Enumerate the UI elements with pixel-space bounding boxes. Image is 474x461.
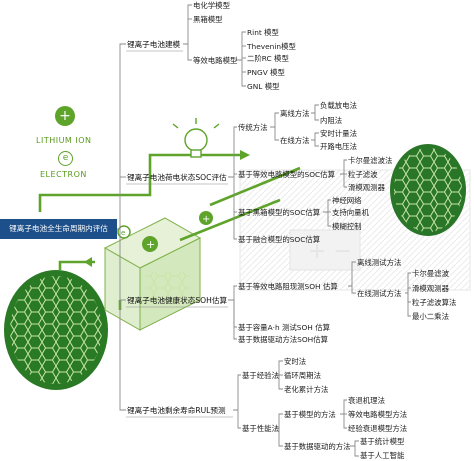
node-soh-ec-based[interactable]: 基于等效电路阻现测SOH 估算 [238, 282, 338, 291]
node-particle-filter[interactable]: 粒子滤波 [348, 170, 378, 179]
node-sliding-mode-observer[interactable]: 滑模观测器 [348, 183, 385, 192]
node-ec-model-method[interactable]: 等效电路模型方法 [348, 410, 408, 419]
node-internal-resistance[interactable]: 内阻法 [320, 116, 343, 125]
node-open-circuit-voltage[interactable]: 开路电压法 [320, 142, 357, 151]
hex-structure-left [4, 270, 108, 390]
root-node[interactable]: 锂离子电池全生命周期内评估 [0, 219, 117, 239]
svg-text:+: + [146, 238, 155, 251]
node-soh-particle-filter[interactable]: 粒子滤波算法 [412, 298, 457, 307]
node-equivalent-circuit-model[interactable]: 等效电路模型 [193, 56, 238, 65]
node-empirical-degradation[interactable]: 经验衰退模型方法 [348, 424, 408, 433]
node-offline-methods[interactable]: 离线方法 [280, 109, 310, 118]
lightbulb-icon [172, 118, 220, 158]
node-soh-capacity[interactable]: 基于容量A·h 测试SOH 估算 [238, 323, 330, 332]
branch-soh[interactable]: 锂离子电池健康状态SOH估算 [127, 296, 228, 305]
node-second-order-rc-model[interactable]: 二阶RC 模型 [247, 54, 289, 63]
node-kalman-filter[interactable]: 卡尔曼滤波法 [348, 156, 393, 165]
svg-text:+ −: + − [308, 239, 352, 264]
node-ampere-hour-rul[interactable]: 安时法 [284, 357, 307, 366]
node-online-test[interactable]: 在线测试方法 [357, 289, 402, 298]
node-least-squares[interactable]: 最小二乘法 [412, 312, 449, 321]
connector-lines [117, 4, 411, 457]
node-online-methods[interactable]: 在线方法 [280, 136, 310, 145]
lithium-ion-label: LITHIUM ION [36, 136, 92, 145]
branch-soc[interactable]: 锂离子电池荷电状态SOC评估 [127, 173, 227, 182]
electron-label: ELECTRON [40, 170, 87, 179]
node-ampere-hour[interactable]: 安时计量法 [320, 129, 357, 138]
node-fuzzy-control[interactable]: 模糊控制 [332, 222, 362, 231]
node-data-driven-rul[interactable]: 基于数据驱动的方法 [284, 442, 351, 451]
node-soc-ec-based[interactable]: 基于等效电路模型的SOC估算 [238, 170, 335, 179]
node-soc-blackbox-based[interactable]: 基于黑箱模型的SOC估算 [238, 208, 321, 217]
electron-icon: e [58, 151, 73, 166]
node-soc-fusion-based[interactable]: 基于融合模型的SOC估算 [238, 235, 321, 244]
node-aging-accumulation[interactable]: 老化累计方法 [284, 385, 329, 394]
lithium-ion-icon: + [55, 106, 75, 126]
node-soh-data-driven[interactable]: 基于数据驱动方法SOH估算 [238, 335, 328, 344]
svg-text:+: + [202, 214, 210, 225]
node-degradation-mechanism[interactable]: 衰退机理法 [348, 396, 385, 405]
node-rint-model[interactable]: Rint 模型 [247, 28, 279, 37]
branch-rul[interactable]: 锂离子电池剩余寿命RUL预测 [127, 406, 226, 415]
flow-arrows [38, 153, 301, 310]
node-load-discharge[interactable]: 负载放电法 [320, 101, 357, 110]
hex-structure-right [390, 144, 466, 236]
node-traditional-methods[interactable]: 传统方法 [238, 123, 268, 132]
node-soh-kalman[interactable]: 卡尔曼滤波 [412, 269, 449, 278]
node-support-vector-machine[interactable]: 支持向量机 [332, 208, 369, 217]
node-thevenin-model[interactable]: Thevenin模型 [247, 42, 296, 51]
node-gnl-model[interactable]: GNL 模型 [247, 82, 280, 91]
node-blackbox-model[interactable]: 黑箱模型 [193, 15, 223, 24]
node-neural-network[interactable]: 神经网络 [332, 196, 362, 205]
node-artificial-intelligence[interactable]: 基于人工智能 [360, 451, 405, 460]
label-underlines [126, 50, 233, 418]
branch-model[interactable]: 锂离子电池建模 [127, 40, 181, 49]
node-cycle-period[interactable]: 循环周期法 [284, 371, 321, 380]
node-experience-method[interactable]: 基于经验法 [242, 371, 279, 380]
node-statistical-model[interactable]: 基于统计模型 [360, 437, 405, 446]
ion-markers: + + e [117, 211, 213, 252]
node-offline-test[interactable]: 离线测试方法 [357, 258, 402, 267]
svg-text:e: e [121, 229, 125, 237]
node-soh-sliding-mode[interactable]: 滑模观测器 [412, 284, 449, 293]
node-performance-method[interactable]: 基于性能法 [242, 424, 279, 433]
node-pngv-model[interactable]: PNGV 模型 [247, 68, 285, 77]
node-model-based[interactable]: 基于模型的方法 [284, 410, 336, 419]
node-electrochemical-model[interactable]: 电化学模型 [193, 1, 230, 10]
